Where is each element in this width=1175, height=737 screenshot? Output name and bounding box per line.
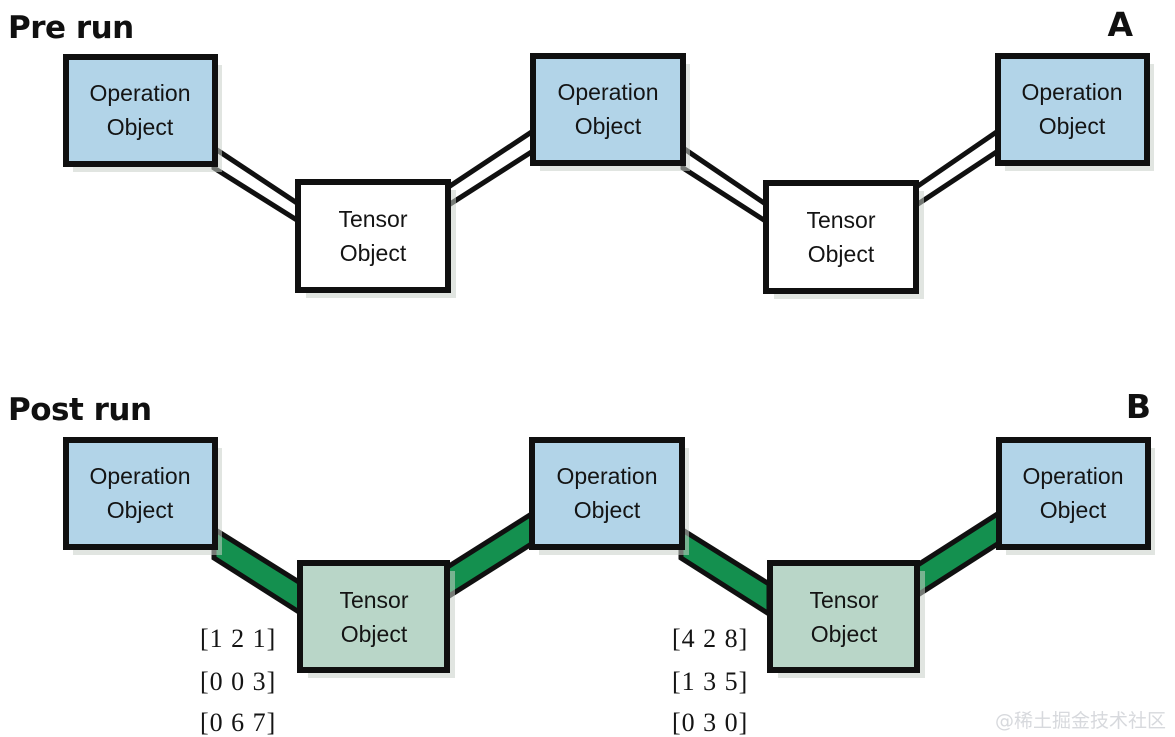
- connector-post-op1-tensor1: [211, 524, 305, 619]
- operation-box[interactable]: [529, 437, 685, 550]
- panel-b-letter: B: [1126, 387, 1151, 426]
- tensor-label-line1: Tensor: [338, 206, 407, 232]
- operation-label-line2: Object: [107, 114, 174, 140]
- connector-post-op2-tensor2: [678, 524, 772, 619]
- pre-run-tensor-2[interactable]: Tensor Object: [763, 180, 924, 299]
- operation-label-line2: Object: [1040, 497, 1107, 523]
- operation-box[interactable]: [63, 54, 218, 167]
- post-run-operation-1[interactable]: Operation Object: [63, 437, 222, 555]
- post-run-operation-2[interactable]: Operation Object: [529, 437, 689, 555]
- tensor-box[interactable]: [767, 560, 920, 673]
- tensor-1-matrix: [1 2 1] [0 0 3] [0 6 7]: [200, 624, 276, 737]
- tensor-box[interactable]: [295, 179, 451, 293]
- connector-pre-op2-tensor2: [680, 143, 770, 227]
- post-run-operation-3[interactable]: Operation Object: [996, 437, 1155, 555]
- tensor-label-line2: Object: [811, 621, 878, 647]
- operation-label-line1: Operation: [1021, 79, 1122, 105]
- pre-run-operation-1[interactable]: Operation Object: [63, 54, 222, 172]
- operation-label-line1: Operation: [557, 79, 658, 105]
- operation-label-line2: Object: [575, 113, 642, 139]
- post-run-tensor-2[interactable]: Tensor Object: [767, 560, 925, 678]
- panel-a-letter: A: [1107, 5, 1133, 44]
- operation-label-line1: Operation: [89, 80, 190, 106]
- tensor-2-matrix: [4 2 8] [1 3 5] [0 3 0]: [672, 624, 748, 737]
- operation-box[interactable]: [995, 53, 1150, 166]
- watermark-label: @稀土掘金技术社区: [995, 710, 1166, 732]
- matrix-row: [4 2 8]: [672, 624, 748, 653]
- operation-box[interactable]: [996, 437, 1151, 550]
- operation-box[interactable]: [530, 53, 686, 166]
- tensor-label-line1: Tensor: [809, 587, 878, 613]
- pre-run-operation-3[interactable]: Operation Object: [995, 53, 1154, 171]
- connector-pre-tensor1-op2: [444, 126, 536, 211]
- tensor-label-line2: Object: [341, 621, 408, 647]
- connector-post-tensor2-op3: [910, 508, 1002, 603]
- tensor-label-line2: Object: [340, 240, 407, 266]
- panel-a-title: Pre run: [8, 10, 134, 46]
- tensor-box[interactable]: [763, 180, 919, 294]
- connector-post-tensor1-op2: [443, 508, 536, 603]
- tensor-box[interactable]: [297, 560, 450, 673]
- operation-label-line1: Operation: [89, 463, 190, 489]
- operation-label-line1: Operation: [556, 463, 657, 489]
- tensor-label-line1: Tensor: [339, 587, 408, 613]
- panel-b-title: Post run: [8, 392, 152, 428]
- matrix-row: [1 2 1]: [200, 624, 276, 653]
- pre-run-tensor-1[interactable]: Tensor Object: [295, 179, 456, 298]
- operation-label-line2: Object: [574, 497, 641, 523]
- matrix-row: [1 3 5]: [672, 667, 748, 696]
- matrix-row: [0 3 0]: [672, 708, 748, 737]
- operation-label-line2: Object: [107, 497, 174, 523]
- matrix-row: [0 0 3]: [200, 667, 276, 696]
- matrix-row: [0 6 7]: [200, 708, 276, 737]
- operation-label-line2: Object: [1039, 113, 1106, 139]
- pre-run-operation-2[interactable]: Operation Object: [530, 53, 690, 171]
- post-run-tensor-1[interactable]: Tensor Object: [297, 560, 455, 678]
- connector-pre-tensor2-op3: [912, 126, 1001, 211]
- connector-pre-op1-tensor1: [211, 143, 303, 227]
- operation-box[interactable]: [63, 437, 218, 550]
- tensor-label-line1: Tensor: [806, 207, 875, 233]
- operation-label-line1: Operation: [1022, 463, 1123, 489]
- tensor-label-line2: Object: [808, 241, 875, 267]
